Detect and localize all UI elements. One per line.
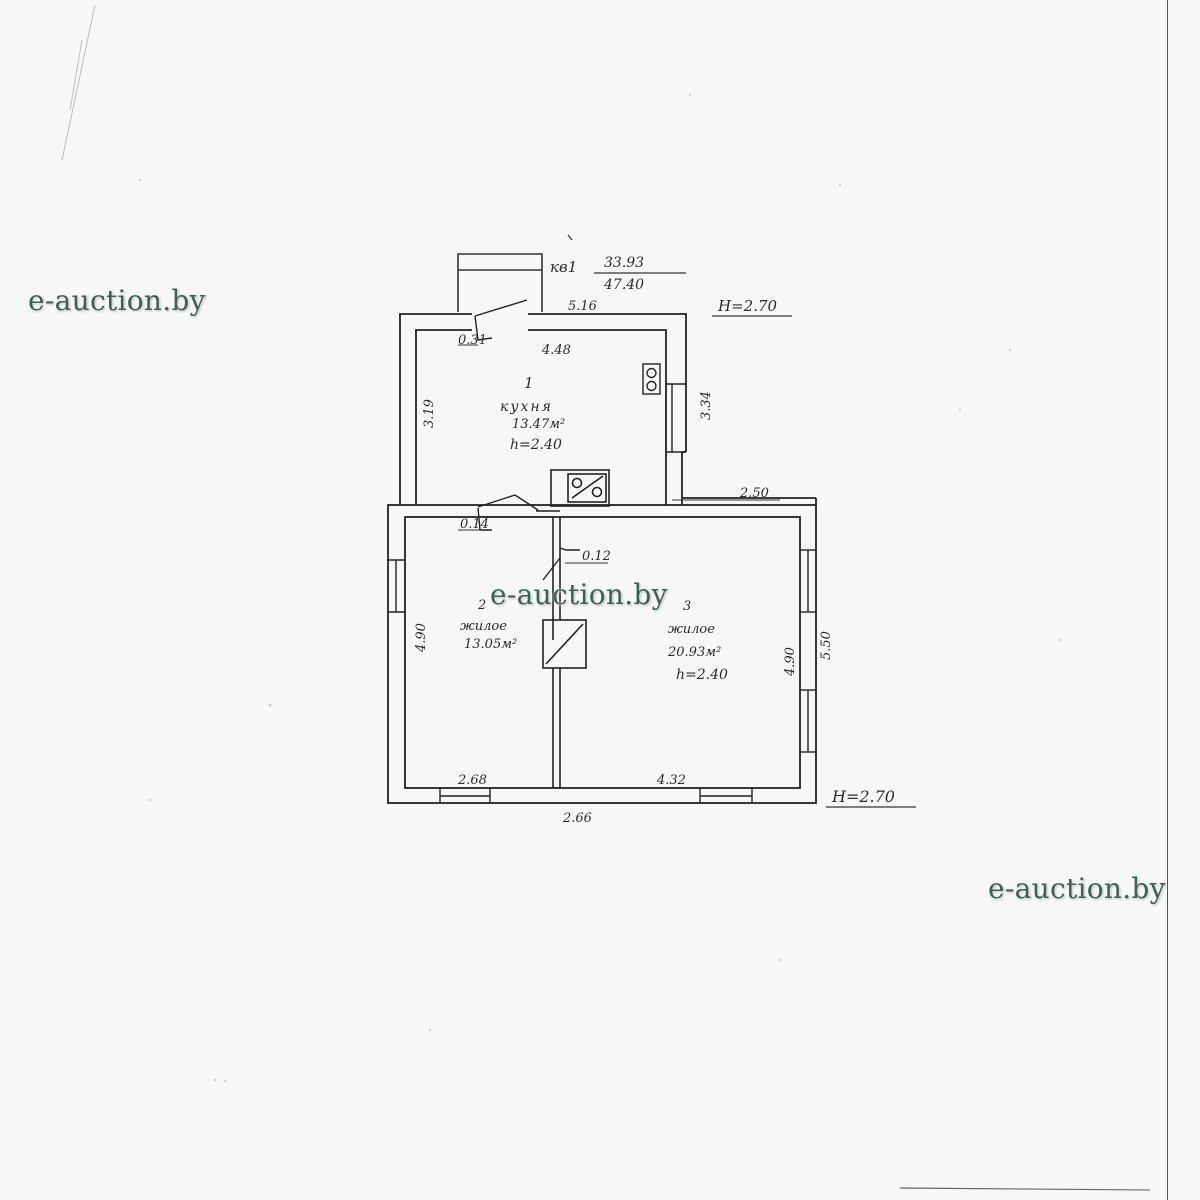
area-total: 47.40	[603, 277, 644, 293]
dim-door-room2: 0.14	[460, 517, 489, 532]
kitchen-window	[666, 383, 686, 453]
dim-room3-right-inner: 4.90	[783, 647, 798, 677]
partition-wall	[536, 510, 561, 788]
area-living: 33.93	[604, 255, 644, 271]
dim-room2-left: 4.90	[414, 623, 429, 653]
watermark-right: e-auction.by	[988, 872, 1166, 905]
dim-step-right: 2.50	[739, 486, 769, 501]
porch	[457, 253, 543, 312]
dim-room2-bottom: 2.68	[457, 773, 487, 788]
flat-area-fraction	[567, 234, 686, 274]
scan-noise	[139, 94, 1061, 1082]
dim-bottom-outer: 2.66	[562, 811, 592, 826]
watermark-center: e-auction.by	[490, 578, 668, 611]
dim-room3-bottom: 4.32	[656, 773, 686, 788]
dim-kitchen-left: 3.19	[422, 399, 437, 428]
windows	[388, 549, 816, 803]
flat-label: кв1	[550, 258, 577, 276]
main-walls	[387, 497, 817, 804]
room3-name: жилое	[668, 622, 715, 637]
height-bottom: H=2.70	[831, 787, 895, 806]
watermark-left: e-auction.by	[28, 284, 206, 317]
dim-partition: 0.12	[582, 549, 611, 564]
dim-door-kitchen: 0.31	[458, 333, 487, 348]
heating-stove-icon	[550, 469, 610, 507]
room3-number: 3	[683, 599, 691, 614]
dim-kitchen-top-outer: 5.16	[568, 299, 597, 314]
scan-streak	[61, 4, 96, 161]
room1-height: h=2.40	[510, 437, 562, 453]
room1-name: кухня	[500, 399, 553, 415]
room1-number: 1	[524, 374, 534, 392]
height-top: H=2.70	[717, 297, 778, 315]
dim-kitchen-top-inner: 4.48	[541, 343, 571, 358]
room3-area: 20.93м²	[667, 645, 721, 660]
room2-stove-icon	[542, 619, 587, 669]
room2-area: 13.05м²	[464, 637, 517, 652]
kitchen-walls	[399, 313, 687, 506]
page-edge-line	[1167, 0, 1168, 1200]
room2-number: 2	[477, 598, 486, 613]
room3-height: h=2.40	[676, 667, 728, 683]
room1-area: 13.47м²	[512, 417, 565, 432]
room2-name: жилое	[460, 619, 507, 634]
stove-icon	[642, 363, 661, 395]
room3-door-icon	[542, 547, 580, 581]
page-bottom-line	[899, 1187, 1151, 1191]
entry-door-icon	[474, 299, 528, 341]
dim-room3-right-outer: 5.50	[819, 631, 834, 660]
dimension-leaders	[458, 344, 780, 564]
dim-kitchen-right: 3.34	[699, 391, 714, 420]
